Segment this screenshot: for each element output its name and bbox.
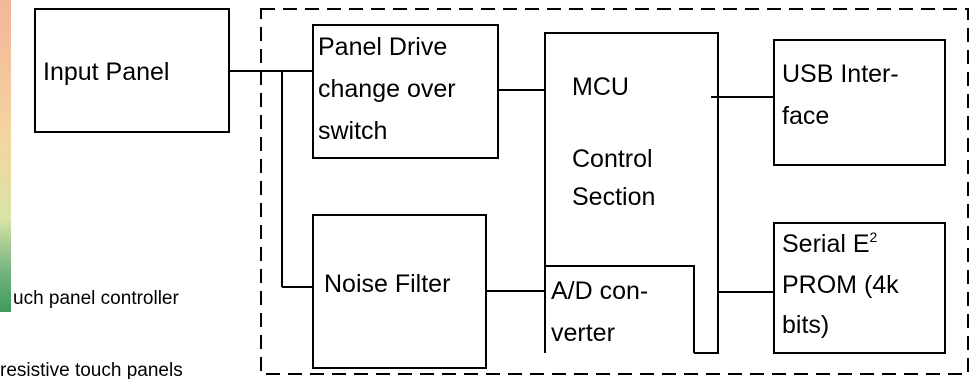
- input-panel-label: Input Panel: [43, 58, 170, 86]
- ad-converter-box: [544, 265, 695, 353]
- panel-drive-label-2: change over: [318, 75, 456, 103]
- blocks: [34, 8, 946, 369]
- ad-converter-label-1: A/D con-: [551, 277, 648, 305]
- input-panel-box: [34, 8, 230, 133]
- mcu-box: [544, 32, 719, 354]
- usb-label-2: face: [782, 102, 829, 130]
- eeprom-label-2: PROM (4k: [782, 271, 899, 299]
- eeprom-label-3: bits): [782, 311, 829, 339]
- panel-drive-box: [312, 24, 499, 159]
- mcu-label: MCU: [572, 73, 629, 101]
- noise-filter-box: [312, 214, 487, 369]
- eeprom-label-text: Serial E: [782, 230, 870, 258]
- usb-label-1: USB Inter-: [782, 60, 899, 88]
- eeprom-superscript: 2: [870, 229, 878, 245]
- noise-filter-label: Noise Filter: [324, 270, 450, 298]
- connections: [229, 70, 774, 293]
- caption-panels: resistive touch panels: [0, 360, 183, 379]
- panel-drive-label-1: Panel Drive: [318, 33, 447, 61]
- usb-box: [773, 39, 946, 166]
- ad-converter-label-2: verter: [551, 319, 615, 347]
- eeprom-box: [773, 222, 946, 354]
- section-label: Section: [572, 183, 655, 211]
- caption-controller: uch panel controller: [13, 288, 179, 309]
- photo-strip: [0, 0, 11, 312]
- controller-boundary: [260, 8, 969, 375]
- eeprom-label-1: Serial E2: [782, 229, 878, 258]
- control-label: Control: [572, 145, 653, 173]
- panel-drive-label-3: switch: [318, 117, 387, 145]
